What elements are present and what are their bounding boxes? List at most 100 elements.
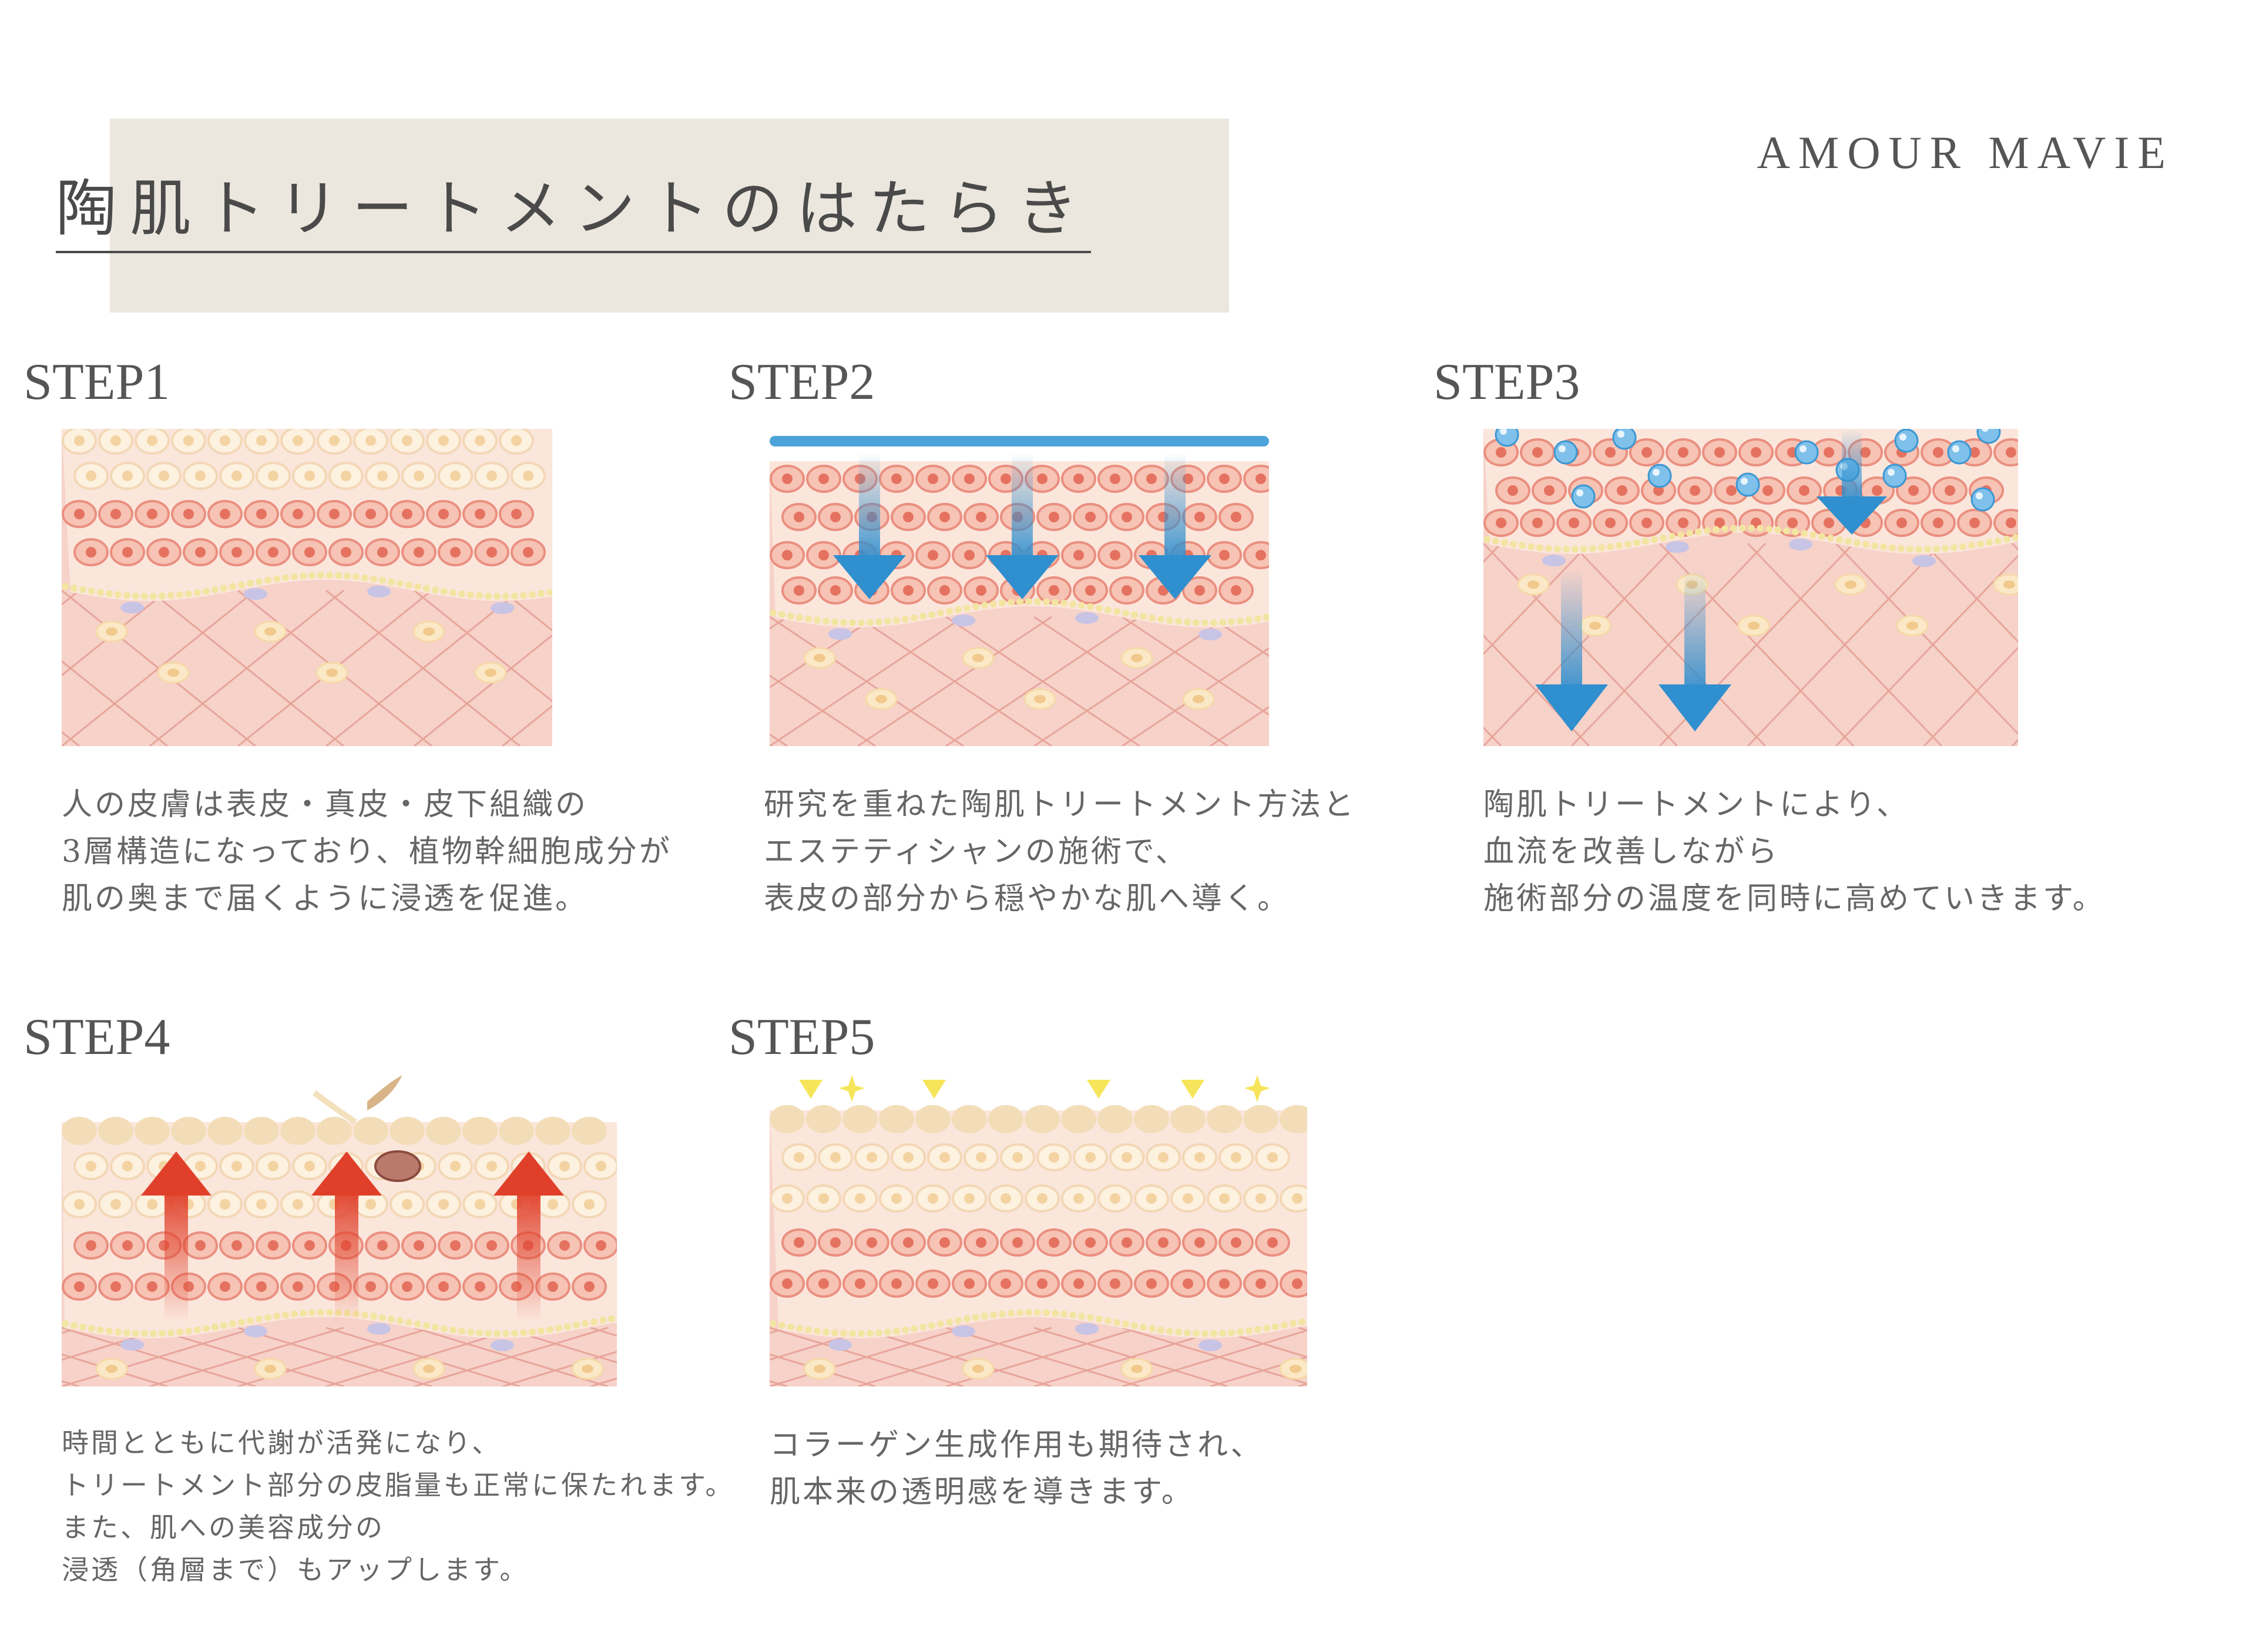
cell-nucleus (1037, 474, 1048, 484)
melanocyte (1789, 538, 1812, 550)
basal-dot (62, 583, 69, 590)
cell-nucleus (794, 585, 804, 596)
cell-nucleus (1799, 485, 1810, 496)
basal-dot (778, 610, 785, 618)
cell-nucleus (365, 1199, 376, 1210)
cell-nucleus (1194, 585, 1205, 596)
cell-nucleus (782, 1193, 793, 1204)
step1-desc-line: 人の皮膚は表皮・真皮・皮下組織の (62, 787, 589, 822)
basal-dot (414, 1320, 421, 1328)
step2-skin-illustration (770, 436, 1269, 746)
basal-dot (229, 1320, 236, 1328)
melanocyte (1198, 628, 1222, 640)
basal-dot (352, 573, 360, 580)
up-arrow-head (311, 1151, 382, 1196)
cell-nucleus (329, 509, 340, 519)
cell-nucleus (268, 547, 278, 558)
dermis-nucleus (972, 654, 984, 662)
step5-description: コラーゲン生成作用も期待され、 肌本来の透明感を導きます。 (770, 1422, 1264, 1516)
basal-dot (1836, 536, 1843, 543)
down-arrow-shaft (1012, 452, 1033, 558)
basal-dot (919, 612, 926, 620)
fiber-line (1570, 542, 1767, 746)
cell-nucleus (122, 547, 133, 558)
basal-dot (1624, 540, 1631, 548)
basal-dot (972, 1314, 979, 1321)
basal-dot (1201, 619, 1208, 626)
cell-nucleus (511, 435, 522, 446)
basal-dot (955, 1317, 962, 1324)
cell-nucleus (782, 474, 793, 484)
melanocyte (367, 585, 391, 597)
serum-droplet (1612, 429, 1637, 450)
melanocyte (491, 602, 514, 614)
dermis-nucleus (264, 1365, 276, 1373)
fiber-line (857, 616, 1052, 746)
basal-dot (370, 1312, 377, 1320)
fiber-line (1210, 1356, 1307, 1386)
basal-dot (2012, 533, 2018, 541)
basal-dot (308, 572, 315, 579)
cell-nucleus (1183, 1278, 1193, 1289)
basal-dot (256, 578, 263, 586)
droplet-highlight (1559, 445, 1566, 452)
basal-dot (928, 611, 935, 619)
cell-nucleus (1605, 447, 1616, 458)
cell-nucleus (1085, 585, 1096, 596)
sparkle-icon (839, 1075, 865, 1102)
cell-nucleus (195, 547, 206, 558)
basal-dot (115, 591, 122, 599)
basal-dot (1254, 615, 1261, 623)
basal-dot (1748, 525, 1755, 532)
up-arrow-head (141, 1151, 212, 1196)
melanocyte (952, 1325, 975, 1338)
down-arrow-head (986, 555, 1059, 599)
basal-dot (893, 1327, 900, 1335)
sebum-flake (367, 1075, 402, 1110)
basal-dot (1087, 603, 1094, 610)
cell-nucleus (1690, 485, 1700, 496)
basal-dot (1078, 1312, 1085, 1320)
basal-dot (229, 583, 236, 590)
basal-dot (247, 1317, 254, 1324)
cell-nucleus (450, 1161, 461, 1171)
cell-nucleus (2006, 518, 2016, 528)
serum-droplet (1970, 487, 1995, 512)
cell-nucleus (183, 509, 194, 519)
melanocyte (120, 1339, 144, 1351)
basal-dot (1871, 542, 1878, 549)
basal-dot (858, 1329, 865, 1337)
cell-nucleus (1012, 1237, 1023, 1248)
cell-nucleus (256, 435, 267, 446)
basal-dot (1237, 617, 1244, 625)
cell-nucleus (110, 509, 121, 519)
dermis-nucleus (423, 627, 435, 636)
basal-dot (185, 1327, 192, 1335)
step3-skin-illustration (1483, 429, 2018, 746)
basal-dot (511, 1329, 518, 1337)
cell-nucleus (1219, 1278, 1230, 1289)
dermis-nucleus (326, 669, 338, 677)
basal-dot (441, 587, 448, 595)
basal-dot (787, 612, 794, 620)
basal-dot (805, 1326, 812, 1334)
basal-dot (875, 1329, 882, 1337)
basal-dot (964, 605, 971, 612)
up-arrow-shaft (335, 1193, 358, 1322)
up-arrow-shaft (517, 1193, 540, 1322)
basal-dot (414, 583, 421, 590)
basal-dot (273, 575, 280, 583)
fiber-line (945, 616, 1140, 746)
sparkle-icon (1181, 1080, 1204, 1099)
basal-dot (1263, 1324, 1270, 1332)
cell-nucleus (293, 435, 303, 446)
cell-nucleus (1605, 518, 1616, 528)
fiber-line (62, 589, 168, 677)
cell-nucleus (1194, 1237, 1205, 1248)
cell-nucleus (1653, 485, 1664, 496)
down-arrow-head (833, 555, 906, 599)
step4-desc-line: 時間とともに代謝が活発になり、 (62, 1427, 502, 1459)
serum-droplet (1495, 429, 1519, 447)
basal-dot (88, 1325, 95, 1332)
cell-nucleus (1110, 1278, 1120, 1289)
